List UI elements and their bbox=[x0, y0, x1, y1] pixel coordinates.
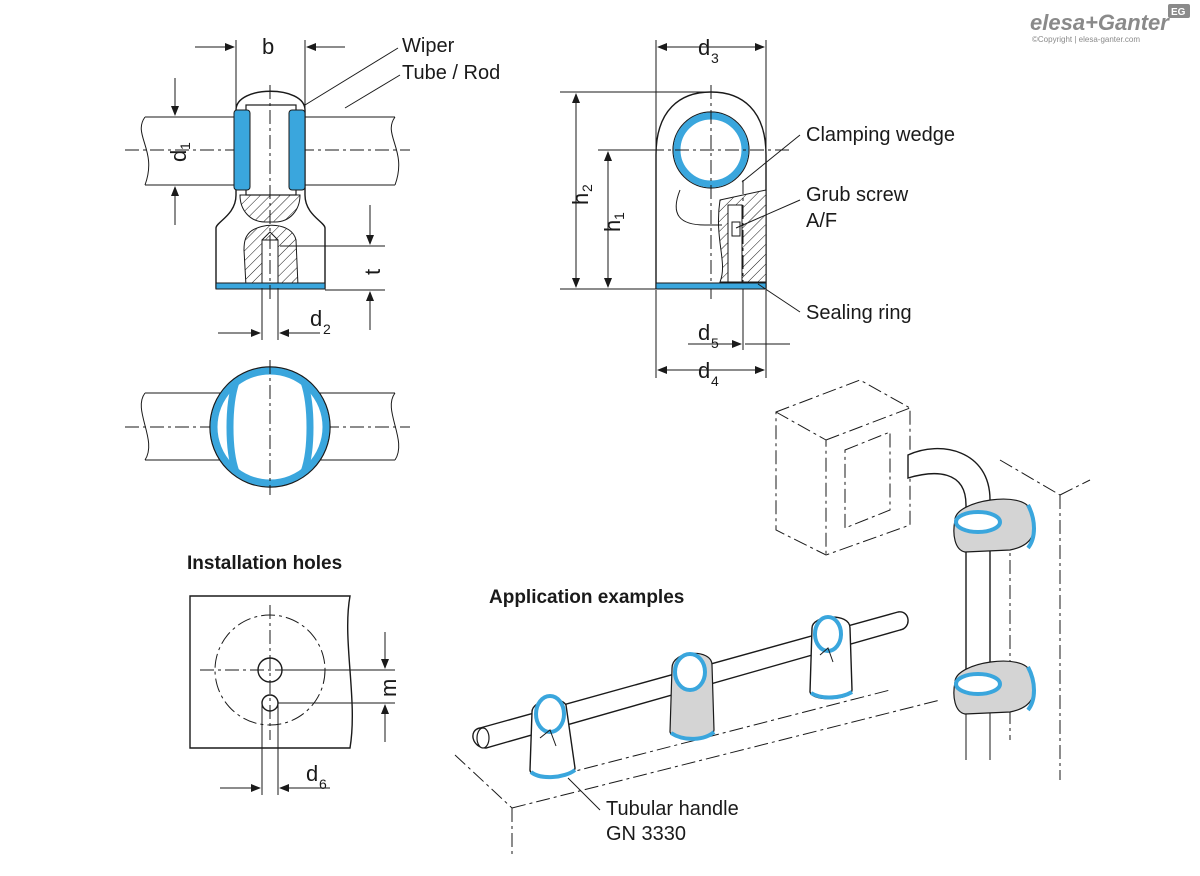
dim-h1-sub: 1 bbox=[611, 212, 627, 220]
label-tubular-handle: Tubular handle bbox=[606, 798, 739, 820]
dim-d1-sub: 1 bbox=[177, 142, 193, 150]
dim-d4-label: d bbox=[698, 358, 710, 383]
dim-d6-sub: 6 bbox=[319, 776, 327, 792]
dim-h1-label: h bbox=[600, 220, 625, 232]
brand-logo-text: elesa+Ganter bbox=[1030, 10, 1170, 35]
front-section-view: b d 1 t d 2 Wiper Tube / Rod bbox=[125, 34, 500, 340]
dim-d2-sub: 2 bbox=[323, 321, 331, 337]
dim-b-label: b bbox=[262, 34, 274, 59]
brand-copyright: ©Copyright | elesa-ganter.com bbox=[1032, 35, 1140, 44]
label-tube-rod: Tube / Rod bbox=[402, 62, 500, 84]
cabinet-box bbox=[775, 379, 911, 556]
dim-d3-label: d bbox=[698, 35, 710, 60]
dim-d1-label: d bbox=[166, 150, 191, 162]
label-gn-3330: GN 3330 bbox=[606, 823, 686, 845]
handle-vertical-bottom bbox=[953, 660, 1036, 715]
brand-logo: elesa+Ganter ©Copyright | elesa-ganter.c… bbox=[1030, 4, 1190, 44]
dim-d2-label: d bbox=[310, 306, 322, 331]
dim-h2-label: h bbox=[568, 193, 593, 205]
label-clamping-wedge: Clamping wedge bbox=[806, 124, 955, 146]
label-sealing-ring: Sealing ring bbox=[806, 302, 912, 324]
side-section-view: d 3 h 2 h 1 d 5 d 4 Clamping wedge Grub … bbox=[560, 35, 955, 389]
label-grub-screw: Grub screw bbox=[806, 184, 909, 206]
handle-vertical-top bbox=[953, 498, 1036, 553]
brand-badge-text: EG bbox=[1171, 7, 1186, 18]
dim-d3-sub: 3 bbox=[711, 50, 719, 66]
brand-badge-icon bbox=[1168, 4, 1190, 18]
dim-d6-label: d bbox=[306, 761, 318, 786]
installation-holes-view: Installation holes m d 6 bbox=[187, 553, 401, 795]
handle-left bbox=[529, 694, 577, 779]
handle-right bbox=[809, 615, 854, 700]
installation-holes-heading: Installation holes bbox=[187, 553, 342, 574]
dim-d5-label: d bbox=[698, 320, 710, 345]
top-view bbox=[125, 360, 410, 495]
dim-t-label: t bbox=[360, 269, 385, 275]
application-examples-heading: Application examples bbox=[489, 587, 684, 608]
dim-h2-sub: 2 bbox=[579, 184, 595, 192]
dim-d4-sub: 4 bbox=[711, 373, 719, 389]
label-wiper: Wiper bbox=[402, 35, 455, 57]
dim-m-label: m bbox=[376, 679, 401, 697]
handle-middle bbox=[669, 652, 716, 741]
label-grub-screw-af: A/F bbox=[806, 210, 837, 232]
dim-d5-sub: 5 bbox=[711, 335, 719, 351]
application-examples-view: Application examples bbox=[454, 379, 1091, 855]
